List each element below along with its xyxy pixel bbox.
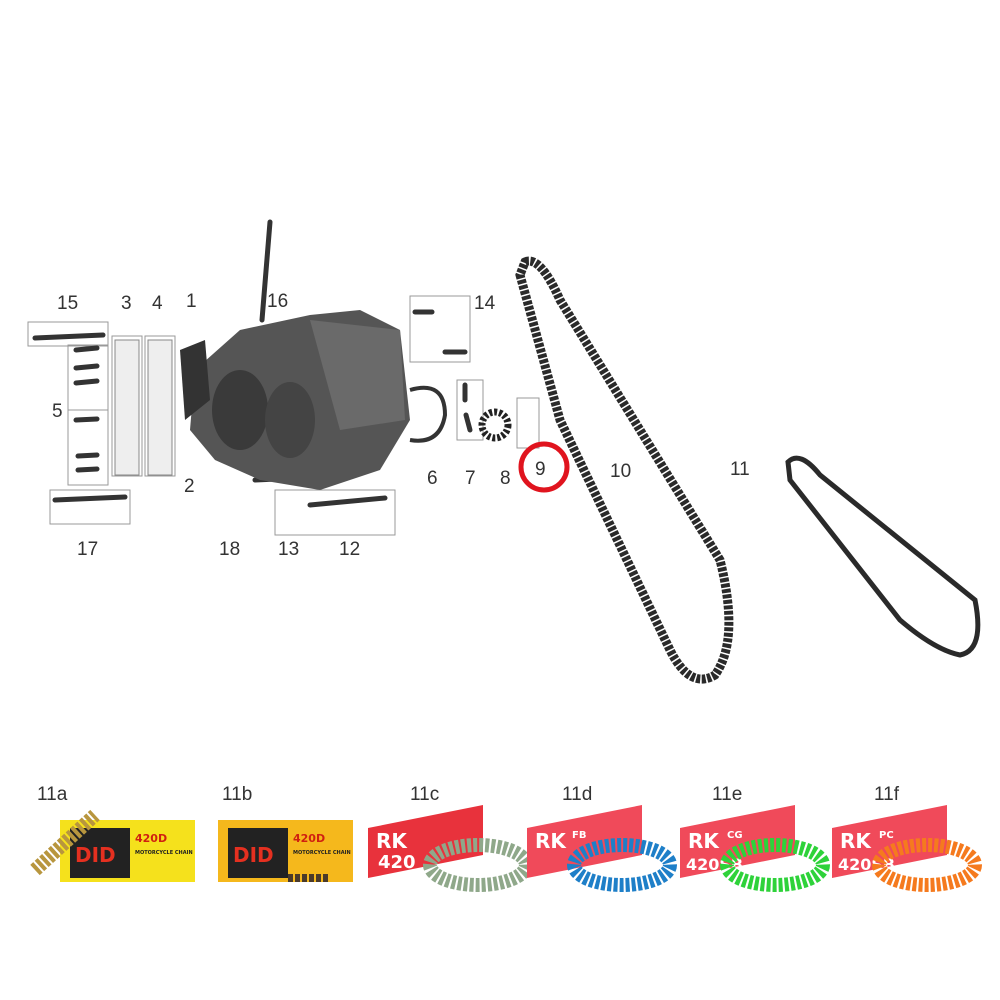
- callout-14: 14: [474, 293, 496, 314]
- chain-box: [527, 805, 642, 878]
- product-label: 11b: [222, 784, 252, 805]
- chain-box: [368, 805, 483, 878]
- model-logo: CG: [727, 830, 743, 841]
- chain-image: [872, 838, 982, 892]
- chain-10: [515, 256, 734, 684]
- chain-image: [423, 838, 533, 892]
- callout-labels: 15 3 4 1 16 14 5 2 6 7 8 9 10 11 17 18 1…: [52, 291, 750, 560]
- callout-8: 8: [500, 468, 511, 489]
- callout-2: 2: [184, 476, 195, 497]
- box-logo-panel: [228, 828, 288, 878]
- chain-11: [785, 455, 981, 658]
- callout-4: 4: [152, 293, 163, 314]
- brand-logo: RK: [535, 829, 567, 853]
- highlight-circle: [518, 441, 570, 493]
- callout-10: 10: [610, 461, 631, 482]
- chain-image: [720, 838, 830, 892]
- product-label: 11c: [410, 784, 439, 805]
- callout-17: 17: [77, 539, 98, 560]
- product-label: 11a: [37, 784, 68, 805]
- brand-logo: RK: [840, 829, 872, 853]
- callout-3: 3: [121, 293, 132, 314]
- callout-5: 5: [52, 401, 63, 422]
- chain-image: [567, 838, 677, 892]
- model-logo: FB: [572, 830, 586, 841]
- product-label: 11d: [562, 784, 592, 805]
- callout-18: 18: [219, 539, 240, 560]
- group-boxes: [27, 295, 540, 536]
- plate-3: [114, 339, 140, 476]
- callout-12: 12: [339, 539, 360, 560]
- chain-box: [680, 805, 795, 878]
- product-label: 11f: [874, 784, 900, 805]
- product-label: 11e: [712, 784, 742, 805]
- subtitle-logo: MOTORCYCLE CHAIN: [135, 850, 193, 856]
- callout-1: 1: [186, 291, 197, 312]
- brand-logo: DID: [233, 843, 274, 867]
- brand-logo: DID: [75, 843, 116, 867]
- callout-9: 9: [535, 459, 546, 480]
- subtitle-logo: MOTORCYCLE CHAIN: [293, 850, 351, 856]
- plate-4: [147, 339, 173, 476]
- brand-logo: RK: [688, 829, 720, 853]
- chain-box: [832, 805, 947, 878]
- callout-6: 6: [427, 468, 438, 489]
- model-logo: PC: [879, 830, 894, 841]
- callout-15: 15: [57, 293, 78, 314]
- callout-16: 16: [267, 291, 288, 312]
- callout-11: 11: [730, 459, 750, 480]
- callout-7: 7: [465, 468, 476, 489]
- chain-image: [30, 809, 100, 876]
- model-logo: 420: [378, 852, 416, 873]
- callout-13: 13: [278, 539, 299, 560]
- model-logo: 420D: [135, 832, 167, 845]
- model-logo: 420D: [293, 832, 325, 845]
- brand-logo: RK: [376, 829, 408, 853]
- engine-motor: [180, 310, 512, 490]
